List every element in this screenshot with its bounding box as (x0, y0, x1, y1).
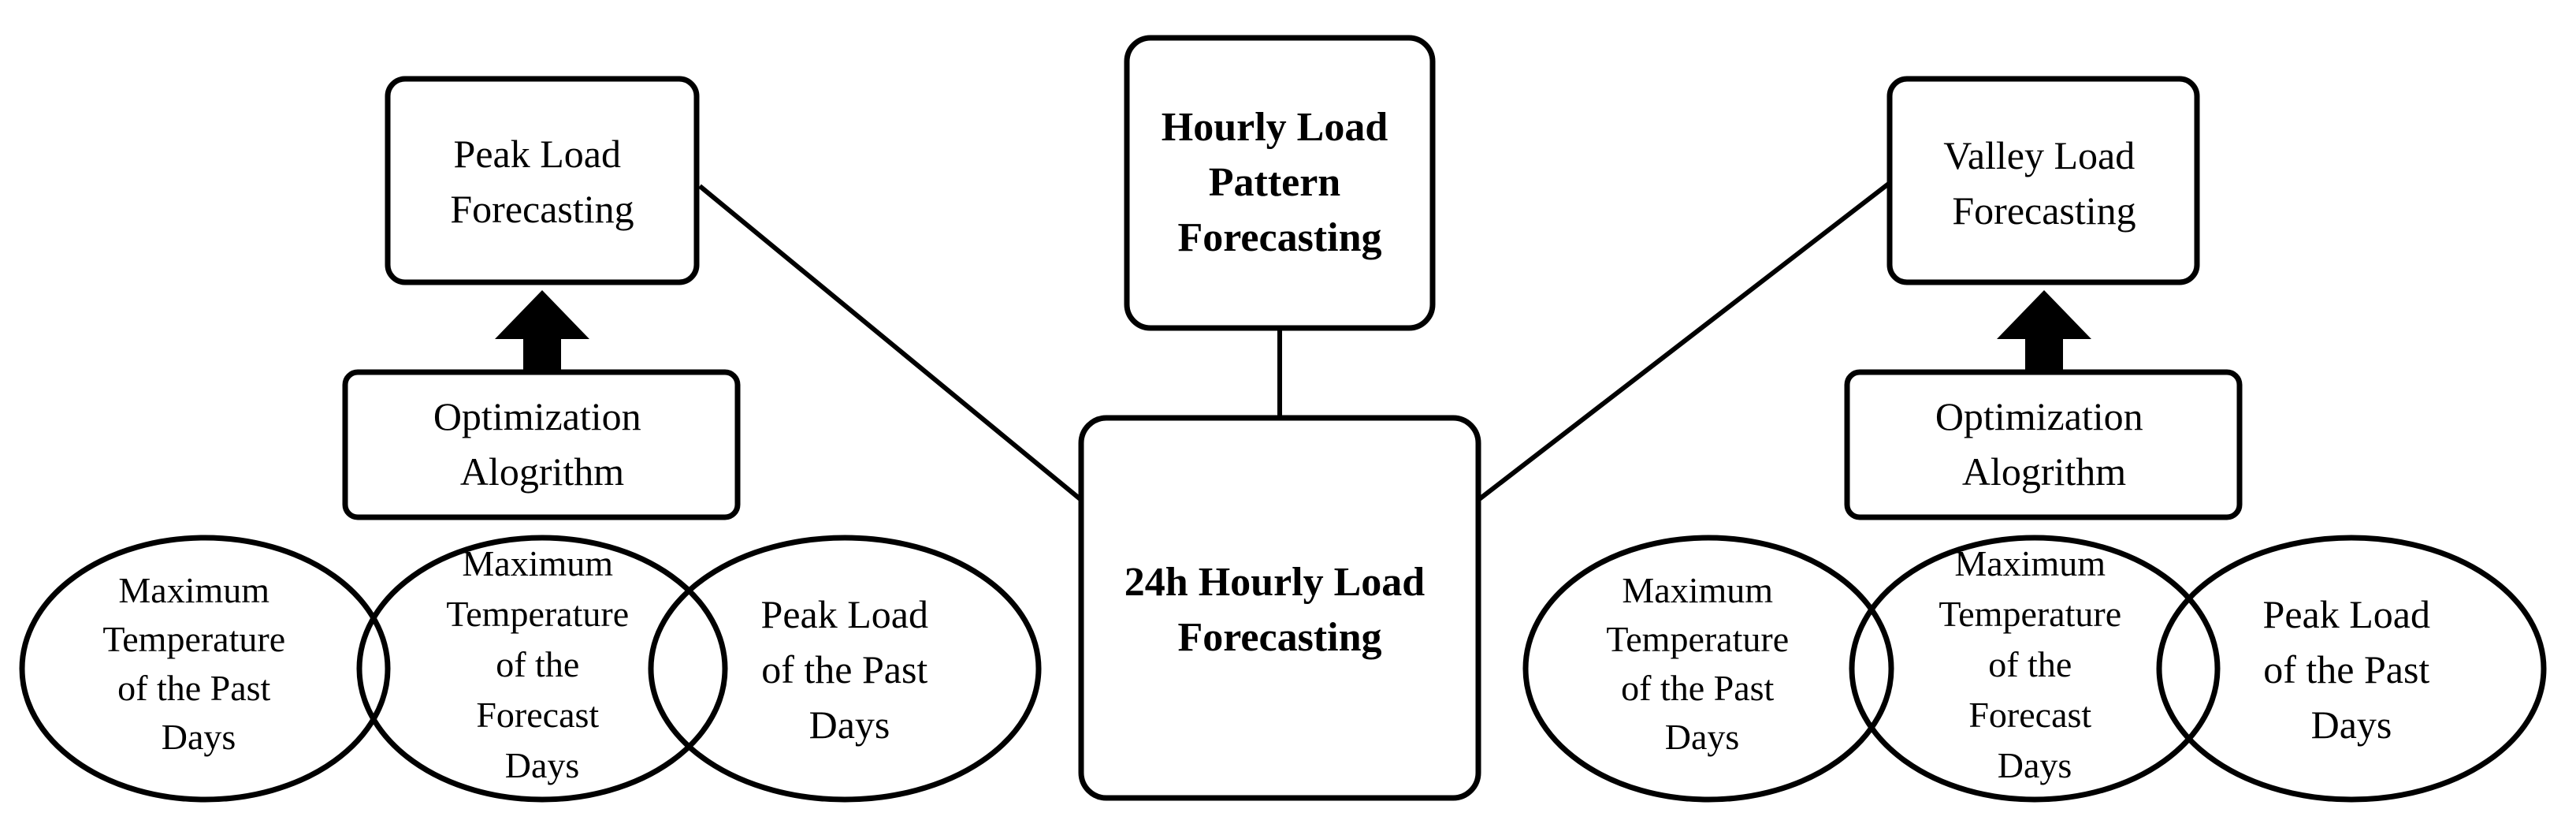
optimizer-left-line-2: Alogrithm (460, 449, 624, 494)
input-right-c-line-3: Days (2311, 703, 2392, 747)
input-right-b-line-5: Days (1998, 745, 2072, 785)
input-right-b-line-2: Temperature (1939, 594, 2121, 634)
input-left-b-line-3: of the (496, 644, 579, 684)
svg-text:Peak Load of the Past: Peak Load of the Past Days (761, 592, 939, 747)
input-left-c-line-2: of the Past (761, 647, 927, 691)
input-right-a-line-3: of the Past (1621, 668, 1774, 708)
optimizer-right-line-1: Optimization (1935, 394, 2143, 438)
input-left-c-line-3: Days (809, 703, 890, 747)
input-left-a-line-1: Maximum (118, 570, 269, 610)
svg-text:Peak Load of the Past: Peak Load of the Past Days (2263, 592, 2440, 747)
input-left-a-line-2: Temperature (102, 619, 285, 659)
input-peak-load-past-days-left: Peak Load of the Past Days (648, 535, 1042, 803)
hourly-24h-label-line-2: Forecasting (1178, 615, 1382, 660)
svg-text:Optimization Alogrithm: Optimization Alogrithm (1935, 394, 2153, 494)
input-right-a-line-4: Days (1665, 717, 1740, 757)
peak-load-forecasting-node: Peak Load Forecasting (385, 76, 700, 285)
input-max-temp-past-days-right: Maximum Temperature of the Past Days (1522, 535, 1894, 803)
input-right-c-line-2: of the Past (2263, 647, 2429, 691)
input-right-b-line-3: of the (1988, 644, 2072, 684)
optimization-algorithm-node-right: Optimization Alogrithm (1844, 369, 2243, 520)
svg-text:Peak Load Forecasting: Peak Load Forecasting (450, 132, 634, 231)
input-right-b-line-1: Maximum (1954, 543, 2106, 583)
input-left-b-line-5: Days (505, 745, 580, 785)
svg-text:Valley Load Forecasting: Valley Load Forecasting (1943, 133, 2144, 233)
input-max-temp-forecast-days-right: Maximum Temperature of the Forecast Days (1849, 535, 2221, 803)
valley-load-forecasting-node: Valley Load Forecasting (1886, 76, 2200, 285)
valley-label-line-1: Valley Load (1943, 133, 2135, 177)
input-left-a-line-4: Days (162, 717, 236, 757)
peak-label-line-2: Forecasting (450, 187, 634, 231)
connector-peak-to-24h (698, 184, 1083, 502)
svg-text:Maximum Temperature: Maximum Temperature of the Forecast Days (446, 543, 637, 785)
input-max-temp-forecast-days-left: Maximum Temperature of the Forecast Days (356, 535, 728, 803)
pattern-label-line-1: Hourly Load (1162, 105, 1388, 150)
connector-valley-to-24h (1477, 181, 1891, 502)
input-right-a-line-2: Temperature (1606, 619, 1789, 659)
input-left-b-line-2: Temperature (446, 594, 629, 634)
pattern-label-line-2: Pattern (1209, 160, 1341, 205)
input-peak-load-past-days-right: Peak Load of the Past Days (2156, 535, 2547, 803)
hourly-24h-load-forecasting-node: 24h Hourly Load Forecasting (1078, 415, 1481, 801)
input-left-b-line-4: Forecast (476, 695, 599, 735)
input-left-a-line-3: of the Past (117, 668, 270, 708)
up-arrow-right (1997, 290, 2091, 371)
svg-text:Maximum Temperature: Maximum Temperature of the Past Days (102, 570, 294, 757)
svg-text:24h Hourly Load Forecast: 24h Hourly Load Forecasting (1124, 560, 1435, 660)
pattern-label-line-3: Forecasting (1178, 215, 1382, 260)
optimizer-left-line-1: Optimization (433, 394, 641, 438)
input-right-c-line-1: Peak Load (2263, 592, 2430, 636)
svg-text:Maximum Temperature: Maximum Temperature of the Forecast Days (1939, 543, 2130, 785)
input-left-c-line-1: Peak Load (761, 592, 928, 636)
optimization-algorithm-node-left: Optimization Alogrithm (342, 369, 741, 520)
svg-text:Optimization Alogrithm: Optimization Alogrithm (433, 394, 651, 494)
svg-text:Maximum Temperature: Maximum Temperature of the Past Days (1606, 570, 1797, 757)
optimizer-right-line-2: Alogrithm (1962, 449, 2126, 494)
input-right-b-line-4: Forecast (1968, 695, 2091, 735)
hourly-load-pattern-forecasting-node: Hourly Load Pattern Forecasting (1124, 35, 1436, 331)
up-arrow-left (495, 290, 589, 371)
peak-label-line-1: Peak Load (454, 132, 621, 176)
hourly-24h-label-line-1: 24h Hourly Load (1124, 560, 1425, 605)
input-left-b-line-1: Maximum (462, 543, 613, 583)
input-max-temp-past-days-left: Maximum Temperature of the Past Days (19, 535, 391, 803)
input-right-a-line-1: Maximum (1622, 570, 1773, 610)
valley-label-line-2: Forecasting (1952, 188, 2136, 233)
svg-text:Hourly Load Pattern: Hourly Load Pattern Forecasting (1162, 105, 1399, 260)
